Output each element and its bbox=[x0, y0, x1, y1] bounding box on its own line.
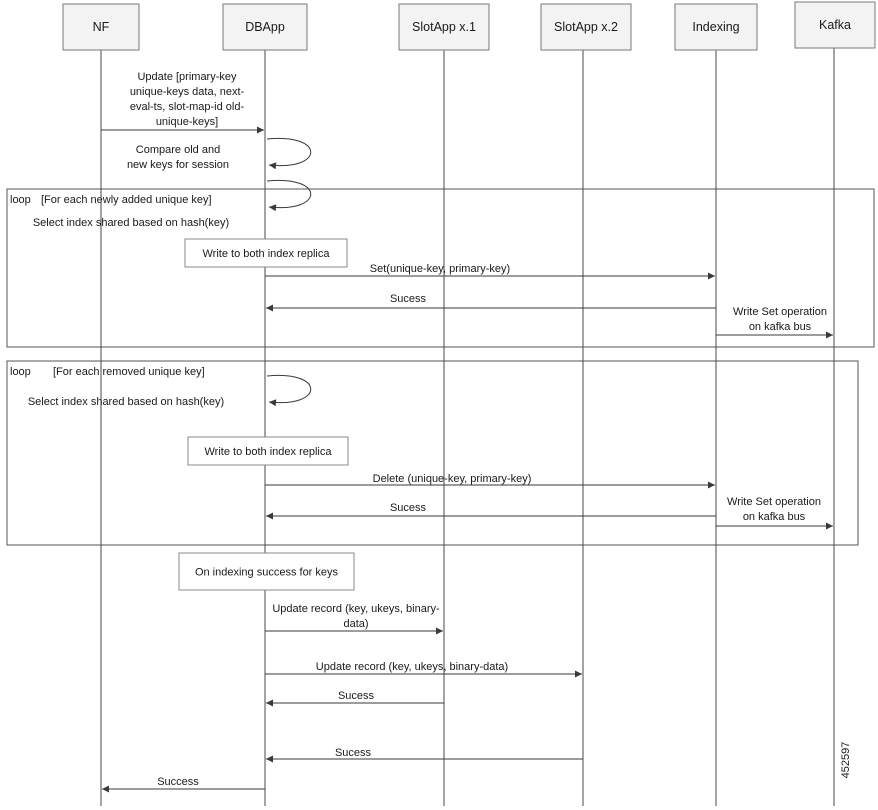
participant-box-slot1 bbox=[398, 3, 490, 51]
participant-box-slot2 bbox=[540, 3, 632, 51]
loop-keyword: loop bbox=[10, 194, 31, 206]
note-text-n2: Write to both index replica bbox=[205, 446, 333, 458]
message-label-m11: Update record (key, ukeys, binary-data) bbox=[272, 603, 440, 630]
self-message-m3 bbox=[266, 179, 312, 212]
note-box-n2 bbox=[187, 436, 349, 466]
note-box-n1 bbox=[184, 238, 348, 268]
loop-keyword: loop bbox=[10, 366, 31, 378]
message-label-m7: Select index shared based on hash(key) bbox=[28, 396, 224, 408]
loop-frame-1 bbox=[6, 188, 875, 348]
note-box-n3 bbox=[178, 552, 355, 591]
message-label-m14: Sucess bbox=[335, 747, 372, 759]
participant-label-slot2: SlotApp x.2 bbox=[554, 20, 618, 34]
message-label-m9: Sucess bbox=[390, 502, 427, 514]
participant-label-slot1: SlotApp x.1 bbox=[412, 20, 476, 34]
message-label-m3: Select index shared based on hash(key) bbox=[33, 217, 229, 229]
message-label-m8: Delete (unique-key, primary-key) bbox=[373, 473, 532, 485]
participant-box-kafka bbox=[794, 1, 876, 49]
message-label-m13: Sucess bbox=[338, 690, 375, 702]
loop-frame-2 bbox=[6, 360, 859, 546]
note-text-n1: Write to both index replica bbox=[203, 248, 331, 260]
participant-label-dbapp: DBApp bbox=[245, 20, 285, 34]
loop-condition: [For each newly added unique key] bbox=[41, 194, 212, 206]
participant-box-nf bbox=[62, 3, 140, 51]
figure-id: 452597 bbox=[840, 742, 852, 779]
message-label-m4: Set(unique-key, primary-key) bbox=[370, 263, 510, 275]
message-label-m5: Sucess bbox=[390, 293, 427, 305]
message-label-m15: Success bbox=[157, 776, 199, 788]
loop-condition: [For each removed unique key] bbox=[53, 366, 205, 378]
participant-box-dbapp bbox=[222, 3, 308, 51]
participant-box-indexing bbox=[674, 3, 758, 51]
self-message-m7 bbox=[266, 374, 312, 407]
participant-label-nf: NF bbox=[93, 20, 110, 34]
message-label-m12: Update record (key, ukeys, binary-data) bbox=[316, 661, 508, 673]
participant-label-indexing: Indexing bbox=[692, 20, 739, 34]
self-message-m2 bbox=[266, 137, 312, 170]
note-text-n3: On indexing success for keys bbox=[195, 567, 339, 579]
participant-label-kafka: Kafka bbox=[819, 18, 851, 32]
